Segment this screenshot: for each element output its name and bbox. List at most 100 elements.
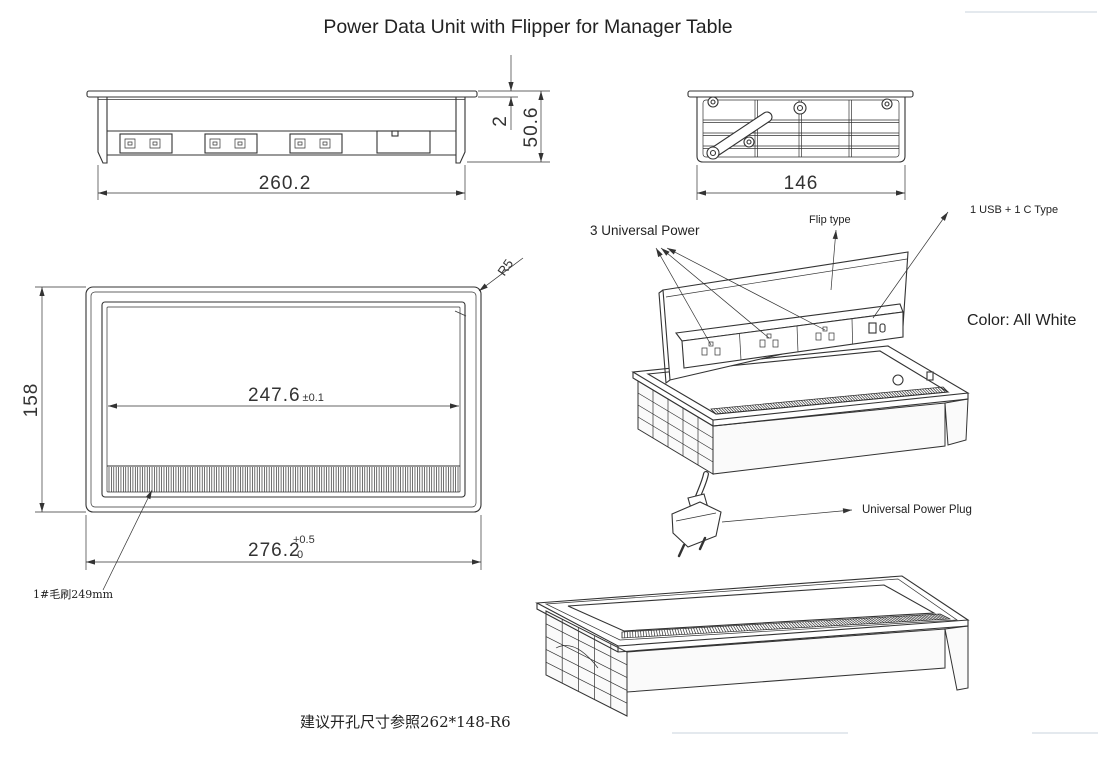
brush-bristle [820,620,828,627]
inner-width-value: 247.6 [248,385,301,406]
brush-bristle [886,392,892,398]
brush-leader-arrowhead [145,490,152,500]
brush-bristle [927,388,933,394]
closed-lid [567,584,936,632]
socket-pin [815,332,822,341]
brush-bristle [875,393,882,399]
closed-front-face [626,628,946,693]
brush-bristle [801,621,809,628]
brush-bristle [889,616,899,623]
brush-bristle [842,396,848,402]
sockets-callout: 3 Universal Power [590,223,700,238]
brush-bristle [817,620,825,627]
brush-bristle [807,621,814,628]
side-mounting-holes [706,96,893,160]
mounting-hole-center [884,101,890,107]
brush-bristle [847,395,853,402]
brush-bristle [819,398,825,404]
front-right-bracket [455,97,466,164]
brush-bristle [793,400,799,407]
brush-bristle [788,401,794,407]
brush-bristle [806,399,812,406]
front-socket-group-3 [289,133,343,154]
socket-pin [772,339,779,348]
brush-bristle [815,620,822,627]
brush-bristle [672,629,675,636]
brush-bristle [726,407,732,413]
brush-bristle [756,624,762,631]
brush-bristle [711,626,716,633]
front-flange-dimension-line-bottom-arrowhead [508,97,514,106]
socket-pin [759,339,766,348]
brush-bristle [893,391,900,397]
tray-right-end [944,398,969,446]
brush-bristle [698,627,702,634]
brush-bristle [718,408,724,414]
brush-bristle [942,386,949,393]
brush-bristle [669,629,672,636]
plan-view: R5 158 247.6±0.1 276.2 +0.5 0 1#毛刷249mm [21,256,524,601]
brush-bristle [733,406,740,413]
socket-icon [319,138,331,149]
brush-bristle [728,407,735,413]
brush-bristle [748,624,754,631]
outer-width-upper-tolerance: +0.5 [293,534,315,546]
tray-grid-bar [637,404,714,451]
brush-bristle [862,618,871,624]
brush-bristle [844,396,851,402]
brush-bristle [809,621,817,628]
brush-bristle [880,392,887,399]
closed-left-face-grid [545,619,628,708]
universal-socket-icon [701,341,721,356]
brush-bristle [701,627,705,634]
plan-lid-frame [101,301,466,498]
brush-bristle [798,400,804,406]
mounting-hole-center [796,104,804,112]
brush-bristle [721,407,727,414]
brush-bristle [839,619,847,626]
plan-outer-width-dimension-line-arrowhead [472,559,481,565]
front-height-dimension-line-arrowhead [538,91,544,100]
brush-bristle [823,620,830,627]
plan-radius-leader [478,257,524,292]
brush-bristle [653,630,656,637]
brush-bristle [833,619,841,626]
socket-callout-arrow [666,247,826,331]
brush-bristle [934,613,945,620]
brush-bristle [919,388,926,395]
brush-bristle [870,617,880,624]
brush-bristle [642,630,645,637]
brush-bristle [876,617,885,624]
brush-bristle [932,387,938,394]
closed-brush-hatch [621,613,951,638]
brush-bristle [722,626,727,633]
front-socket-group-2 [204,133,258,154]
brush-bristle [929,614,940,620]
brush-bristle [803,399,810,406]
plan-brush-strip [108,467,459,492]
brush-leader [102,489,153,591]
brush-bristle [685,628,688,635]
hinge-pin-center [746,139,752,145]
plug-callout: Universal Power Plug [862,504,972,516]
brush-bristle [922,388,928,395]
side-depth-dimension-line-arrowhead [697,190,706,196]
brush-bristle [873,393,879,399]
mounting-hole [707,96,719,108]
brush-bristle [855,395,861,401]
brush-bristle [677,628,680,635]
closed-grid-bar [545,623,628,666]
brush-bristle [924,388,931,394]
front-view: 260.2 50.6 2 [86,55,550,200]
brush-bristle [778,622,784,629]
plug-prong [698,536,707,551]
brush-bristle [759,623,765,630]
brush-bristle [849,618,858,625]
usb-module-icon [868,322,886,334]
plan-height-dimension-line-arrowhead [39,287,45,296]
side-flange [687,90,914,98]
brush-bristle [762,623,768,630]
brush-bristle [898,390,905,397]
brush-bristle [881,617,891,623]
flip-callout-arrow [830,229,837,291]
